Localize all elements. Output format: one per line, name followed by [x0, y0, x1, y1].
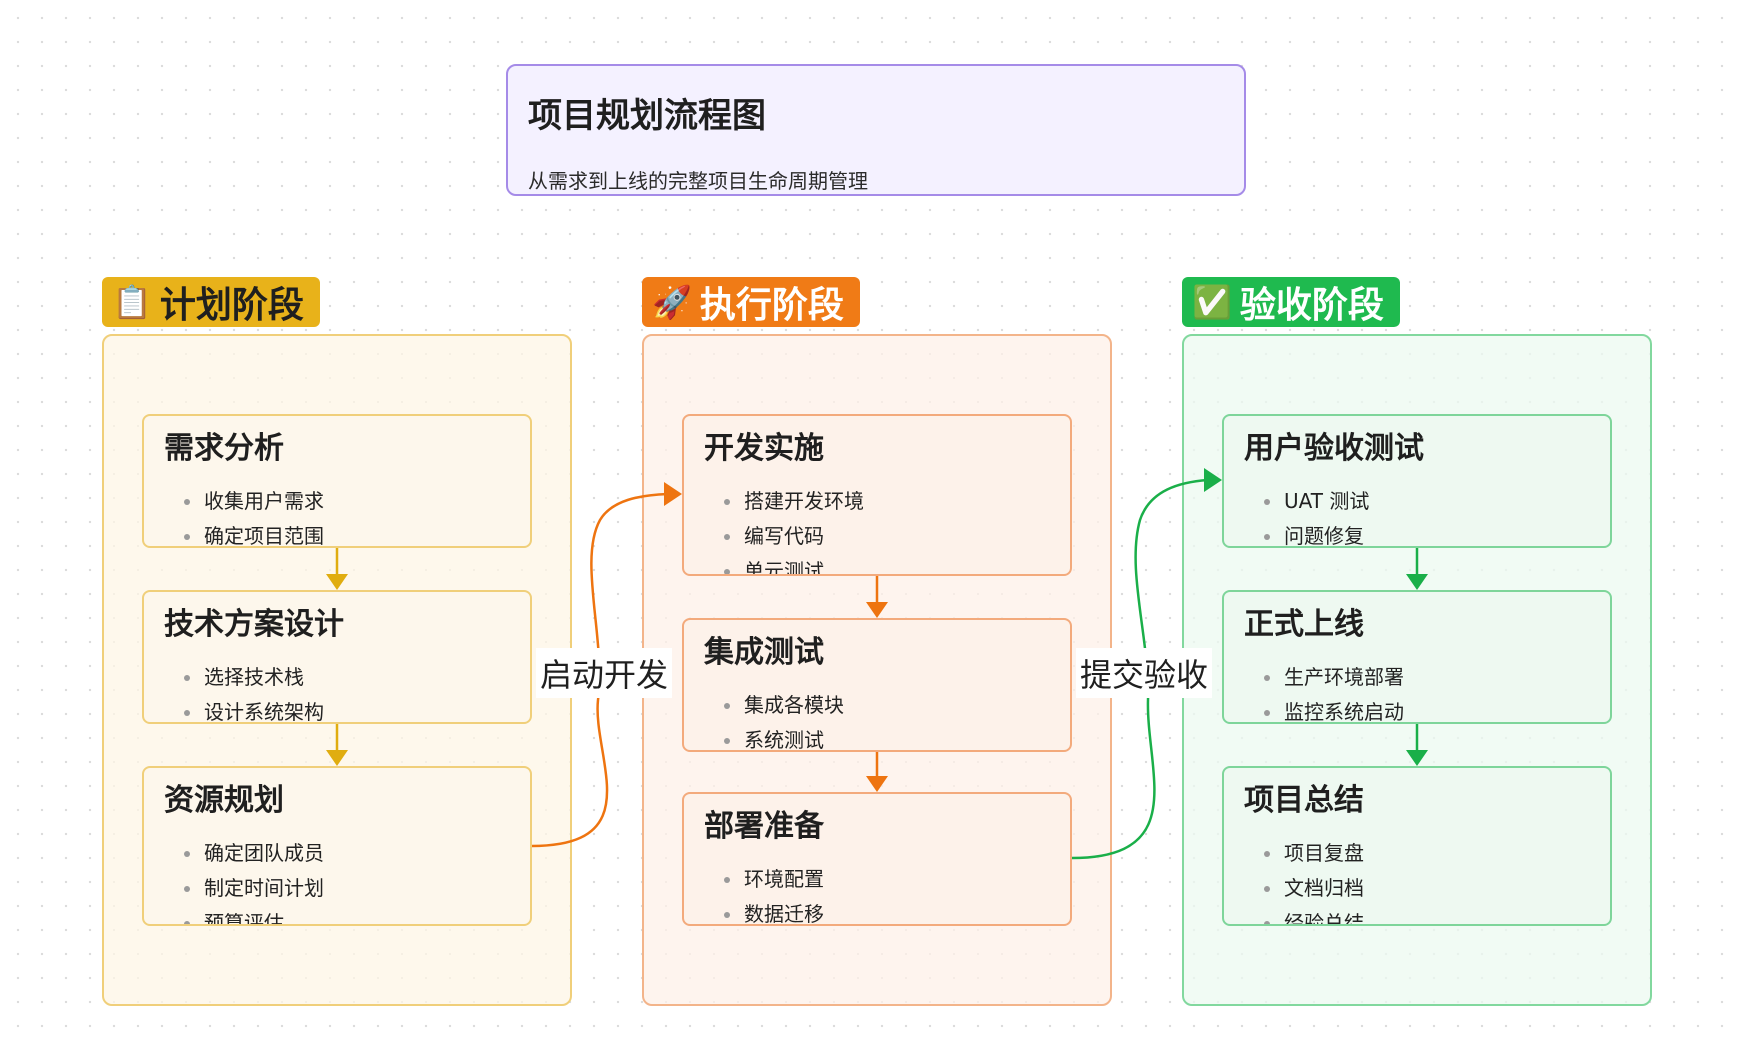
step-card-tech-design[interactable]: 技术方案设计 选择技术栈 设计系统架构: [142, 590, 532, 724]
rocket-icon: 🚀: [652, 283, 692, 321]
list-item: 集成各模块: [724, 688, 1050, 723]
phase-tab-exec: 🚀 执行阶段: [642, 277, 860, 327]
phase-tab-plan: 📋 计划阶段: [102, 277, 320, 327]
list-item: 预算评估: [184, 906, 510, 924]
edge-label-submit-acceptance: 提交验收: [1076, 648, 1213, 698]
step-title: 部署准备: [704, 809, 824, 844]
step-items: 搭建开发环境 编写代码 单元测试: [704, 484, 1050, 574]
step-card-resource-planning[interactable]: 资源规划 确定团队成员 制定时间计划 预算评估: [142, 766, 532, 926]
list-item: UAT 测试: [1264, 484, 1590, 519]
list-item: 监控系统启动: [1264, 695, 1590, 722]
step-card-uat[interactable]: 用户验收测试 UAT 测试 问题修复: [1222, 414, 1612, 548]
list-item: 设计系统架构: [184, 695, 510, 722]
clipboard-icon: 📋: [112, 283, 152, 321]
diagram-header: 项目规划流程图 从需求到上线的完整项目生命周期管理: [506, 64, 1246, 196]
step-title: 用户验收测试: [1244, 431, 1424, 466]
list-item: 单元测试: [724, 554, 1050, 574]
diagram-subtitle: 从需求到上线的完整项目生命周期管理: [528, 169, 868, 193]
step-items: 项目复盘 文档归档 经验总结: [1244, 836, 1590, 924]
step-card-development[interactable]: 开发实施 搭建开发环境 编写代码 单元测试: [682, 414, 1072, 576]
list-item: 收集用户需求: [184, 484, 510, 519]
list-item: 经验总结: [1264, 906, 1590, 924]
list-item: 选择技术栈: [184, 660, 510, 695]
step-card-deploy-prep[interactable]: 部署准备 环境配置 数据迁移: [682, 792, 1072, 926]
step-items: 收集用户需求 确定项目范围: [164, 484, 510, 546]
list-item: 项目复盘: [1264, 836, 1590, 871]
step-card-go-live[interactable]: 正式上线 生产环境部署 监控系统启动: [1222, 590, 1612, 724]
step-items: 确定团队成员 制定时间计划 预算评估: [164, 836, 510, 924]
list-item: 制定时间计划: [184, 871, 510, 906]
phase-label: 执行阶段: [699, 285, 844, 326]
phase-label: 验收阶段: [1239, 285, 1384, 326]
step-items: 生产环境部署 监控系统启动: [1244, 660, 1590, 722]
step-title: 集成测试: [704, 635, 824, 670]
diagram-title: 项目规划流程图: [528, 96, 766, 136]
step-items: 选择技术栈 设计系统架构: [164, 660, 510, 722]
step-card-requirements[interactable]: 需求分析 收集用户需求 确定项目范围: [142, 414, 532, 548]
list-item: 确定项目范围: [184, 519, 510, 546]
step-items: 环境配置 数据迁移: [704, 862, 1050, 924]
list-item: 搭建开发环境: [724, 484, 1050, 519]
step-title: 资源规划: [164, 783, 284, 818]
list-item: 生产环境部署: [1264, 660, 1590, 695]
step-card-integration-test[interactable]: 集成测试 集成各模块 系统测试: [682, 618, 1072, 752]
phase-label: 计划阶段: [159, 285, 304, 326]
step-items: 集成各模块 系统测试: [704, 688, 1050, 750]
step-title: 开发实施: [704, 431, 824, 466]
list-item: 系统测试: [724, 723, 1050, 750]
list-item: 编写代码: [724, 519, 1050, 554]
step-title: 项目总结: [1244, 783, 1364, 818]
list-item: 文档归档: [1264, 871, 1590, 906]
list-item: 确定团队成员: [184, 836, 510, 871]
list-item: 数据迁移: [724, 897, 1050, 924]
step-title: 需求分析: [164, 431, 284, 466]
list-item: 环境配置: [724, 862, 1050, 897]
phase-tab-accept: ✅ 验收阶段: [1182, 277, 1400, 327]
check-mark-icon: ✅: [1192, 283, 1232, 321]
step-card-summary[interactable]: 项目总结 项目复盘 文档归档 经验总结: [1222, 766, 1612, 926]
step-items: UAT 测试 问题修复: [1244, 484, 1590, 546]
edge-label-start-development: 启动开发: [536, 648, 673, 698]
step-title: 正式上线: [1244, 607, 1364, 642]
step-title: 技术方案设计: [164, 607, 344, 642]
list-item: 问题修复: [1264, 519, 1590, 546]
